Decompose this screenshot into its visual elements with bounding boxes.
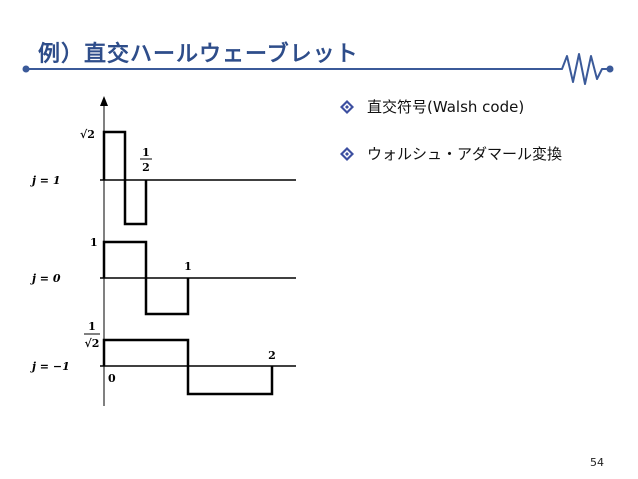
wave-icon	[553, 53, 608, 85]
j-label-j0: j = 0	[30, 272, 61, 285]
haar-wavelet-figure: j = 1 √2 1 2 j = 0 1 1 j = −1 1 √2 0 2	[30, 96, 296, 406]
underline-left-dot	[22, 65, 30, 73]
amplitude-label-num-jm1: 1	[88, 320, 96, 333]
waveform-jm1	[102, 338, 274, 396]
amplitude-label-den-jm1: √2	[85, 337, 100, 350]
bullet-text: 直交符号(Walsh code)	[367, 98, 525, 116]
waveform-j0	[102, 240, 190, 316]
origin-label: 0	[108, 372, 116, 385]
underline-right-dot	[606, 65, 614, 73]
marker-label-j0: 1	[184, 260, 192, 273]
diamond-icon	[340, 147, 354, 161]
marker-label-jm1: 2	[268, 349, 276, 362]
marker-label-den-j1: 2	[142, 161, 150, 174]
waveform-j1	[102, 130, 148, 226]
amplitude-label-j1: √2	[80, 128, 95, 141]
bullet-text: ウォルシュ・アダマール変換	[367, 145, 563, 163]
amplitude-label-j0: 1	[90, 236, 98, 249]
axis-arrow-icon	[100, 96, 108, 106]
page-number: 54	[590, 456, 604, 469]
diamond-icon	[340, 100, 354, 114]
marker-label-num-j1: 1	[142, 146, 150, 159]
j-label-jm1: j = −1	[30, 360, 70, 373]
j-label-j1: j = 1	[30, 174, 61, 187]
header-line-decoration	[22, 53, 614, 85]
slide-title: 例）直交ハールウェーブレット	[38, 42, 359, 67]
